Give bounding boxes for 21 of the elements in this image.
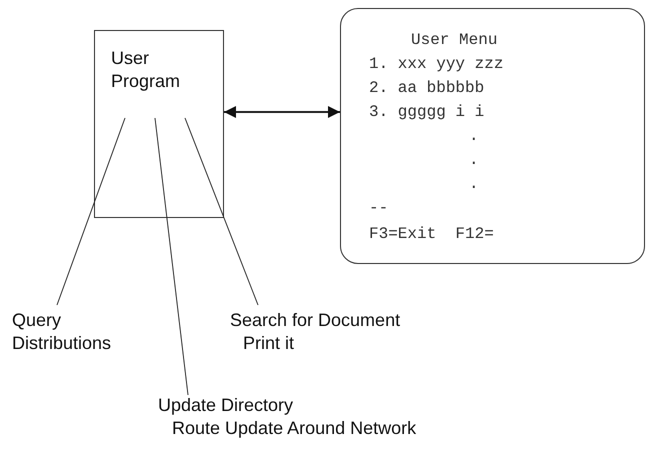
function-label: Query Distributions	[12, 309, 112, 355]
function-label: Route Update Around Network	[172, 417, 416, 440]
program-label: User Program	[111, 47, 182, 93]
leader-line	[154, 118, 188, 396]
ellipsis-dot: .	[469, 126, 479, 147]
menu-item: 1. xxx yyy zzz	[369, 54, 504, 75]
leader-line	[184, 118, 258, 306]
menu-item: 3. ggggg i i	[369, 102, 484, 123]
function-key-line: F3=Exit F12=	[369, 224, 494, 245]
function-label: Search for Document	[230, 309, 400, 332]
program-box	[94, 30, 224, 218]
separator-dashes: --	[369, 198, 388, 219]
function-label: Print it	[243, 332, 294, 355]
menu-item: 2. aa bbbbbb	[369, 78, 484, 99]
function-label: Update Directory	[158, 394, 294, 417]
ellipsis-dot: .	[469, 150, 479, 171]
leader-line	[56, 118, 126, 306]
double-arrow	[224, 106, 340, 118]
menu-title: User Menu	[411, 30, 498, 51]
ellipsis-dot: .	[469, 174, 479, 195]
screen-box	[340, 8, 645, 264]
